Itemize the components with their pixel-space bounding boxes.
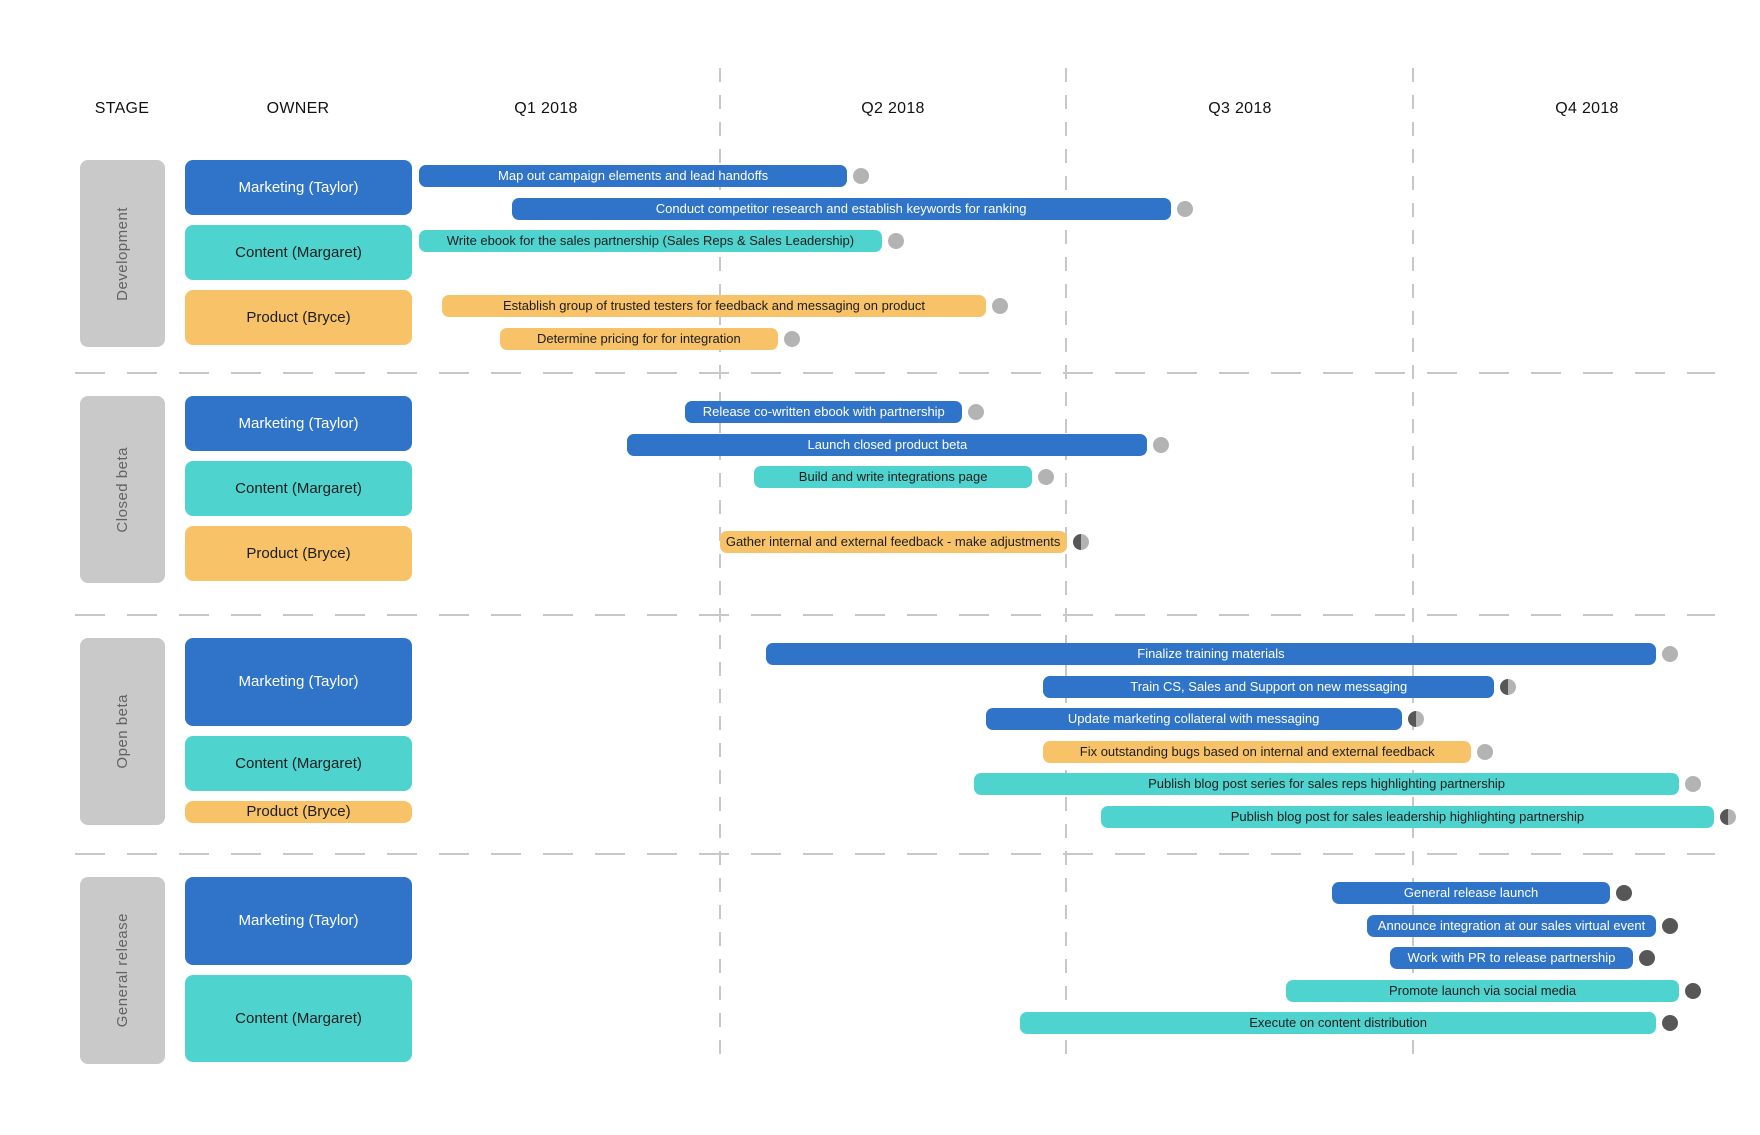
stage-box-general-release: General release — [80, 877, 165, 1064]
stage-label: Development — [114, 206, 131, 301]
stage-label: Open beta — [114, 694, 131, 769]
status-marker-light — [1153, 436, 1170, 453]
status-marker-half — [1072, 534, 1089, 550]
status-marker-light — [991, 298, 1008, 314]
status-marker-half — [1719, 808, 1736, 825]
task-bar[interactable]: Execute on content distribution — [1020, 1012, 1656, 1034]
task-bar[interactable]: General release launch — [1332, 882, 1610, 904]
stage-label: Closed beta — [114, 446, 131, 533]
status-marker-dark — [1638, 950, 1655, 966]
status-marker-dark — [1615, 885, 1632, 901]
owner-column-header: OWNER — [266, 100, 330, 117]
owner-box-product-bryce: Product (Bryce) — [185, 526, 412, 581]
status-marker-half — [1500, 678, 1517, 695]
quarter-header-q2: Q2 2018 — [861, 100, 925, 117]
stage-box-closed-beta: Closed beta — [80, 396, 165, 583]
task-bar[interactable]: Release co-written ebook with partnershi… — [685, 401, 963, 423]
stage-label: General release — [114, 913, 131, 1028]
task-bar[interactable]: Finalize training materials — [765, 643, 1656, 665]
task-bar[interactable]: Promote launch via social media — [1286, 979, 1680, 1002]
status-marker-dark — [1661, 1015, 1678, 1031]
status-marker-dark — [1661, 917, 1678, 934]
quarter-gridline — [1412, 68, 1414, 1064]
task-bar[interactable]: Gather internal and external feedback - … — [719, 531, 1067, 553]
stage-separator — [75, 372, 1715, 374]
quarter-gridline — [719, 68, 721, 1064]
status-marker-half — [1407, 711, 1424, 727]
task-bar[interactable]: Publish blog post for sales leadership h… — [1101, 805, 1714, 828]
owner-box-content-margaret: Content (Margaret) — [185, 225, 412, 280]
stage-box-open-beta: Open beta — [80, 638, 165, 825]
status-marker-light — [1477, 743, 1494, 760]
task-bar[interactable]: Work with PR to release partnership — [1390, 947, 1633, 969]
status-marker-light — [783, 330, 800, 347]
task-bar[interactable]: Launch closed product beta — [627, 433, 1148, 456]
owner-box-product-bryce: Product (Bryce) — [185, 800, 412, 823]
task-bar[interactable]: Write ebook for the sales partnership (S… — [419, 230, 882, 252]
stage-separator — [75, 614, 1715, 616]
task-bar[interactable]: Build and write integrations page — [754, 466, 1032, 488]
owner-box-marketing-taylor: Marketing (Taylor) — [185, 396, 412, 451]
stage-box-development: Development — [80, 160, 165, 347]
task-bar[interactable]: Train CS, Sales and Support on new messa… — [1043, 675, 1495, 698]
task-bar[interactable]: Publish blog post series for sales reps … — [974, 773, 1680, 795]
status-marker-light — [1661, 646, 1678, 662]
task-bar[interactable]: Conduct competitor research and establis… — [511, 197, 1171, 220]
task-bar[interactable]: Fix outstanding bugs based on internal a… — [1043, 740, 1472, 763]
quarter-header-q4: Q4 2018 — [1555, 100, 1619, 117]
task-bar[interactable]: Determine pricing for for integration — [500, 327, 778, 350]
owner-box-content-margaret: Content (Margaret) — [185, 735, 412, 791]
owner-box-marketing-taylor: Marketing (Taylor) — [185, 877, 412, 965]
status-marker-light — [852, 168, 869, 184]
stage-separator — [75, 853, 1715, 855]
task-bar[interactable]: Announce integration at our sales virtua… — [1367, 914, 1656, 937]
task-bar[interactable]: Map out campaign elements and lead hando… — [419, 165, 847, 187]
status-marker-light — [1685, 776, 1702, 792]
task-bar[interactable]: Establish group of trusted testers for f… — [442, 295, 986, 317]
quarter-header-q1: Q1 2018 — [514, 100, 578, 117]
owner-box-marketing-taylor: Marketing (Taylor) — [185, 638, 412, 726]
owner-box-content-margaret: Content (Margaret) — [185, 461, 412, 516]
status-marker-light — [887, 233, 904, 249]
status-marker-light — [968, 404, 985, 420]
owner-box-content-margaret: Content (Margaret) — [185, 974, 412, 1062]
status-marker-light — [1037, 469, 1054, 485]
quarter-header-q3: Q3 2018 — [1208, 100, 1272, 117]
status-marker-light — [1176, 200, 1193, 217]
task-bar[interactable]: Update marketing collateral with messagi… — [985, 708, 1402, 730]
owner-box-product-bryce: Product (Bryce) — [185, 290, 412, 345]
status-marker-dark — [1685, 982, 1702, 999]
stage-column-header: STAGE — [94, 100, 150, 117]
owner-box-marketing-taylor: Marketing (Taylor) — [185, 160, 412, 215]
quarter-gridline — [1065, 68, 1067, 1064]
